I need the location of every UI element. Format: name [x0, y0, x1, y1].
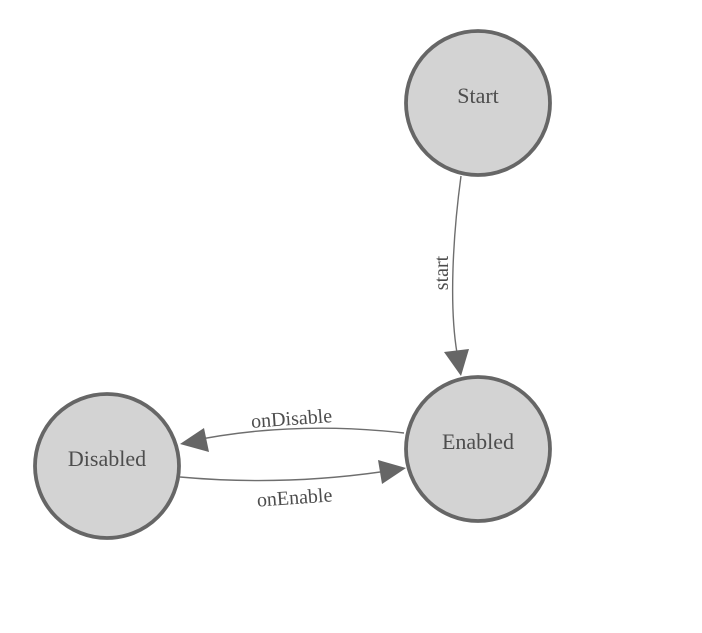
- state-circle-enabled: [404, 375, 552, 523]
- state-label-disabled: Disabled: [68, 446, 146, 471]
- edge-enabled-to-disabled-line: [185, 427, 405, 443]
- edge-start-to-enabled: start: [431, 175, 469, 376]
- state-node-disabled: Disabled: [33, 392, 181, 540]
- edge-start-to-enabled-line: [451, 175, 462, 354]
- edge-disabled-to-enabled-line: [179, 468, 401, 482]
- state-node-enabled: Enabled: [404, 375, 552, 523]
- edge-label-onenable: onEnable: [256, 484, 333, 511]
- arrowhead-left-icon: [180, 428, 209, 452]
- state-circle-start: [404, 29, 552, 177]
- arrowhead-down-icon: [444, 349, 469, 376]
- state-label-enabled: Enabled: [442, 429, 514, 454]
- arrowhead-right-icon: [378, 460, 406, 484]
- state-label-start: Start: [457, 83, 499, 108]
- state-circle-disabled: [33, 392, 181, 540]
- edge-disabled-to-enabled: onEnable: [179, 460, 406, 512]
- state-node-start: Start: [404, 29, 552, 177]
- edge-enabled-to-disabled: onDisable: [180, 405, 405, 452]
- edge-label-start: start: [431, 255, 453, 290]
